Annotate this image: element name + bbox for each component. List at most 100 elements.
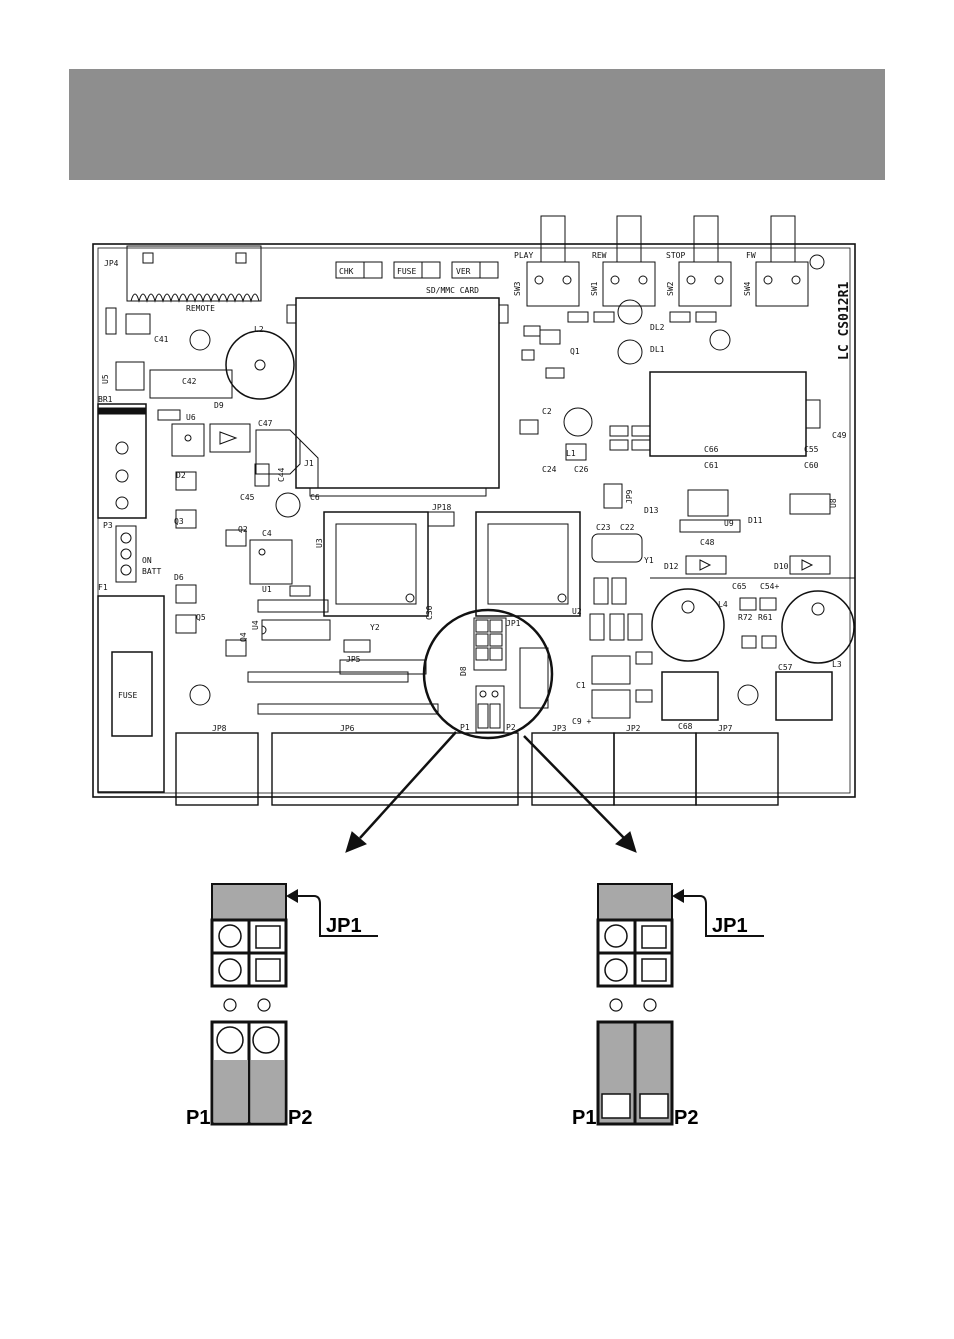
board-model: LC CS012R1: [837, 282, 852, 360]
label-jp4: JP4: [104, 259, 119, 268]
label-rew: REW: [592, 251, 607, 260]
label-u2: U2: [572, 607, 582, 616]
label-c30: C30: [425, 605, 434, 620]
label-c57: C57: [778, 663, 793, 672]
label-l4: L4: [718, 600, 728, 609]
label-jp2: JP2: [626, 724, 641, 733]
label-u4: U4: [251, 620, 260, 630]
label-q2: Q2: [238, 525, 248, 534]
label-c9: C9 +: [572, 717, 591, 726]
inductor-l2: [225, 330, 295, 400]
label-r72: R72: [738, 613, 753, 622]
label-u8: U8: [829, 498, 838, 508]
sd-card-holder: [295, 297, 500, 489]
connector-jp6: [271, 732, 519, 806]
label-d2: D2: [176, 471, 186, 480]
indicator-chk: [335, 261, 383, 279]
detail-right-jp1: JP1: [712, 915, 748, 937]
label-br1: BR1: [98, 395, 113, 404]
label-sw4: SW4: [743, 281, 752, 296]
label-c23: C23: [596, 523, 611, 532]
label-jp7: JP7: [718, 724, 733, 733]
label-ver: VER: [456, 267, 471, 276]
label-c66: C66: [704, 445, 719, 454]
label-c47: C47: [258, 419, 273, 428]
label-p3: P3: [103, 521, 113, 530]
fuse-holder: [97, 595, 165, 793]
chip-u3: [323, 511, 429, 617]
label-c42: C42: [182, 377, 197, 386]
label-jp1-board: JP1: [506, 619, 521, 628]
detail-left-p2: P2: [288, 1107, 312, 1129]
button-fw: [755, 215, 809, 307]
label-c24: C24: [542, 465, 557, 474]
label-d6: D6: [174, 573, 184, 582]
label-c55: C55: [804, 445, 819, 454]
detail-right: JP1 P1 P2: [572, 883, 764, 1129]
label-q1: Q1: [570, 347, 580, 356]
detail-right-p1: P1: [572, 1107, 596, 1129]
label-y2: Y2: [370, 623, 380, 632]
label-c45: C45: [240, 493, 255, 502]
button-play: [526, 215, 580, 307]
chip-u2: [475, 511, 581, 617]
connector-jp3: [531, 732, 615, 806]
header-bar: [69, 69, 885, 180]
label-r61: R61: [758, 613, 773, 622]
detail-right-p2: P2: [674, 1107, 698, 1129]
label-fw: FW: [746, 251, 756, 260]
connector-jp7: [695, 732, 779, 806]
label-c2: C2: [542, 407, 552, 416]
label-c68: C68: [678, 722, 693, 731]
label-jp18: JP18: [432, 503, 451, 512]
label-c48: C48: [700, 538, 715, 547]
board-outline: [92, 243, 856, 798]
detail-left-p1: P1: [186, 1107, 210, 1129]
label-j1: J1: [304, 459, 314, 468]
button-rew: [602, 215, 656, 307]
label-y1: Y1: [644, 556, 654, 565]
label-d9: D9: [214, 401, 224, 410]
label-c65: C65: [732, 582, 747, 591]
label-u3: U3: [315, 538, 324, 548]
label-jp9: JP9: [625, 489, 634, 504]
label-l2: L2: [254, 325, 264, 334]
label-q5: Q5: [196, 613, 206, 622]
label-c49: C49: [832, 431, 847, 440]
label-q3: Q3: [174, 517, 184, 526]
label-sw1: SW1: [590, 281, 599, 296]
label-c41: C41: [154, 335, 169, 344]
label-l3: L3: [832, 660, 842, 669]
label-chk: CHK: [339, 267, 354, 276]
indicator-fuse: [393, 261, 441, 279]
label-l1: L1: [566, 449, 576, 458]
label-c1: C1: [576, 681, 586, 690]
label-d12: D12: [664, 562, 679, 571]
label-fuse-ind: FUSE: [397, 267, 416, 276]
label-sd-card: SD/MMC CARD: [426, 286, 479, 295]
chip-u4: [261, 619, 331, 641]
label-jp6: JP6: [340, 724, 355, 733]
label-u5: U5: [101, 374, 110, 384]
label-c26: C26: [574, 465, 589, 474]
label-dl2: DL2: [650, 323, 665, 332]
label-c6: C6: [310, 493, 320, 502]
label-u1: U1: [262, 585, 272, 594]
connector-jp2: [613, 732, 697, 806]
magnifier-circle: [422, 608, 554, 740]
inductor-l4: [651, 588, 725, 662]
label-d8: D8: [459, 666, 468, 676]
button-stop: [678, 215, 732, 307]
label-jp3: JP3: [552, 724, 567, 733]
label-stop: STOP: [666, 251, 685, 260]
remote-connector: [126, 245, 262, 303]
label-jp8: JP8: [212, 724, 227, 733]
label-f1: F1: [98, 583, 108, 592]
label-c54: C54+: [760, 582, 779, 591]
label-u9: U9: [724, 519, 734, 528]
detail-left-jp1: JP1: [326, 915, 362, 937]
label-fuse: FUSE: [118, 691, 137, 700]
label-sw3: SW3: [513, 281, 522, 296]
chip-u1: [249, 539, 293, 585]
